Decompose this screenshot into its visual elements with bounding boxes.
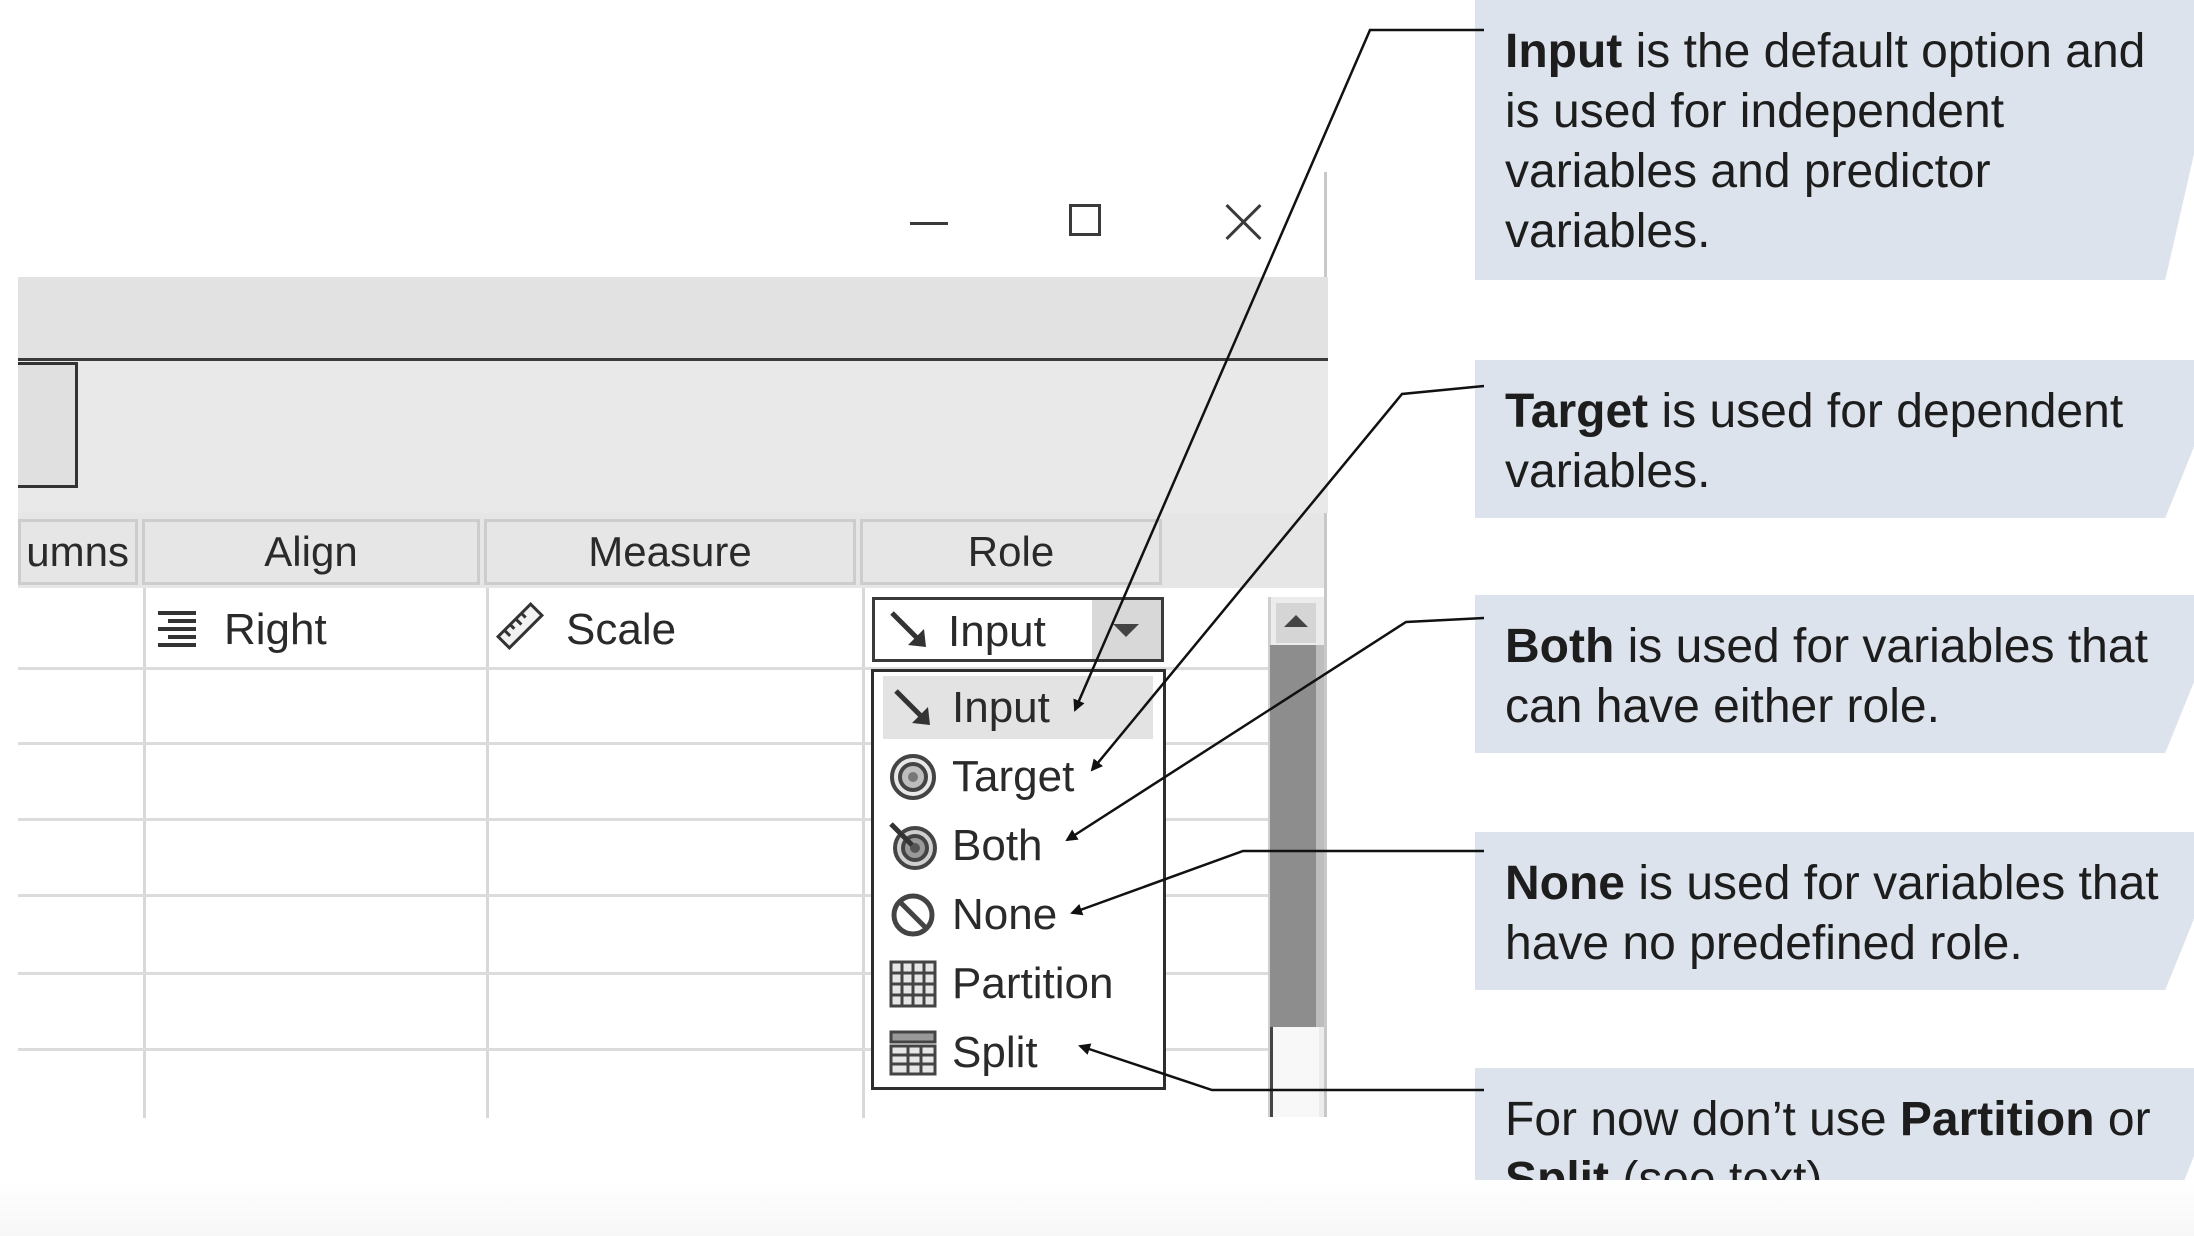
menu-band <box>18 277 1328 359</box>
target-icon <box>888 752 938 802</box>
toolbar-button-partial[interactable] <box>18 362 78 488</box>
input-arrow-icon <box>888 683 938 733</box>
row-divider <box>18 667 1270 670</box>
align-value[interactable]: Right <box>224 605 327 654</box>
callout-term: Both <box>1505 620 1615 673</box>
menu-band-divider <box>18 358 1328 361</box>
chevron-down-icon[interactable] <box>1092 600 1161 659</box>
role-dropdown-value: Input <box>948 607 1046 656</box>
row-divider <box>18 894 1270 897</box>
role-option-target[interactable]: Target <box>884 746 1154 808</box>
role-option-both[interactable]: Both <box>884 815 1154 877</box>
close-icon[interactable] <box>1222 200 1266 244</box>
role-option-none[interactable]: None <box>884 884 1154 946</box>
split-icon <box>888 1028 938 1078</box>
maximize-icon[interactable] <box>1069 204 1101 236</box>
column-header-align[interactable]: Align <box>142 519 480 585</box>
column-header-label: umns <box>26 528 129 575</box>
callout-text: For now don’t use <box>1505 1093 1900 1146</box>
align-right-icon <box>154 605 200 651</box>
partition-icon <box>888 959 938 1009</box>
callout-term: Partition <box>1899 1093 2095 1146</box>
column-header-label: Role <box>967 528 1055 575</box>
input-arrow-icon <box>886 607 932 653</box>
scroll-up-icon[interactable] <box>1276 603 1316 643</box>
callout-term: Target <box>1505 385 1649 438</box>
scrollbar-thumb[interactable] <box>1270 645 1324 1027</box>
callout-both: Both is used for variables that can have… <box>1475 595 2194 753</box>
callout-text: is the default option and is used for in… <box>1505 25 2146 258</box>
callout-text: or <box>2094 1093 2151 1146</box>
role-option-label: Both <box>952 821 1043 870</box>
callout-input: Input is the default option and is used … <box>1475 0 2194 280</box>
column-header-measure[interactable]: Measure <box>484 519 856 585</box>
callout-term: None <box>1505 857 1625 910</box>
row-divider <box>18 818 1270 821</box>
measure-value[interactable]: Scale <box>566 605 677 654</box>
column-divider <box>143 588 146 1118</box>
role-option-partition[interactable]: Partition <box>884 953 1154 1015</box>
column-divider <box>862 588 865 1118</box>
role-option-input[interactable]: Input <box>884 677 1154 739</box>
role-option-label: Input <box>952 683 1050 732</box>
row-divider <box>18 1048 1270 1051</box>
scrollbar-track-lower[interactable] <box>1270 1027 1319 1117</box>
callout-target: Target is used for dependent variables. <box>1475 360 2194 518</box>
role-option-label: None <box>952 890 1058 939</box>
minimize-icon[interactable] <box>910 222 948 225</box>
toolbar <box>18 361 1328 513</box>
column-header-role[interactable]: Role <box>860 519 1162 585</box>
bottom-shadow <box>0 1180 2194 1236</box>
callout-text: is used for variables that can have eith… <box>1505 620 2148 733</box>
callout-text: is used for dependent variables. <box>1505 385 2124 498</box>
row-divider <box>18 742 1270 745</box>
none-icon <box>888 890 938 940</box>
callout-none: None is used for variables that have no … <box>1475 832 2194 990</box>
role-option-label: Partition <box>952 959 1114 1008</box>
ruler-icon <box>494 600 546 652</box>
role-option-label: Split <box>952 1028 1038 1077</box>
role-option-label: Target <box>952 752 1075 801</box>
column-divider <box>486 588 489 1118</box>
callout-text: is used for variables that have no prede… <box>1505 857 2159 970</box>
column-header-columns[interactable]: umns <box>18 519 138 585</box>
both-icon <box>888 821 938 871</box>
column-header-label: Align <box>264 528 358 575</box>
row-divider <box>18 972 1270 975</box>
role-option-split[interactable]: Split <box>884 1022 1154 1084</box>
column-header-label: Measure <box>588 528 752 575</box>
callout-term: Input <box>1505 25 1623 78</box>
